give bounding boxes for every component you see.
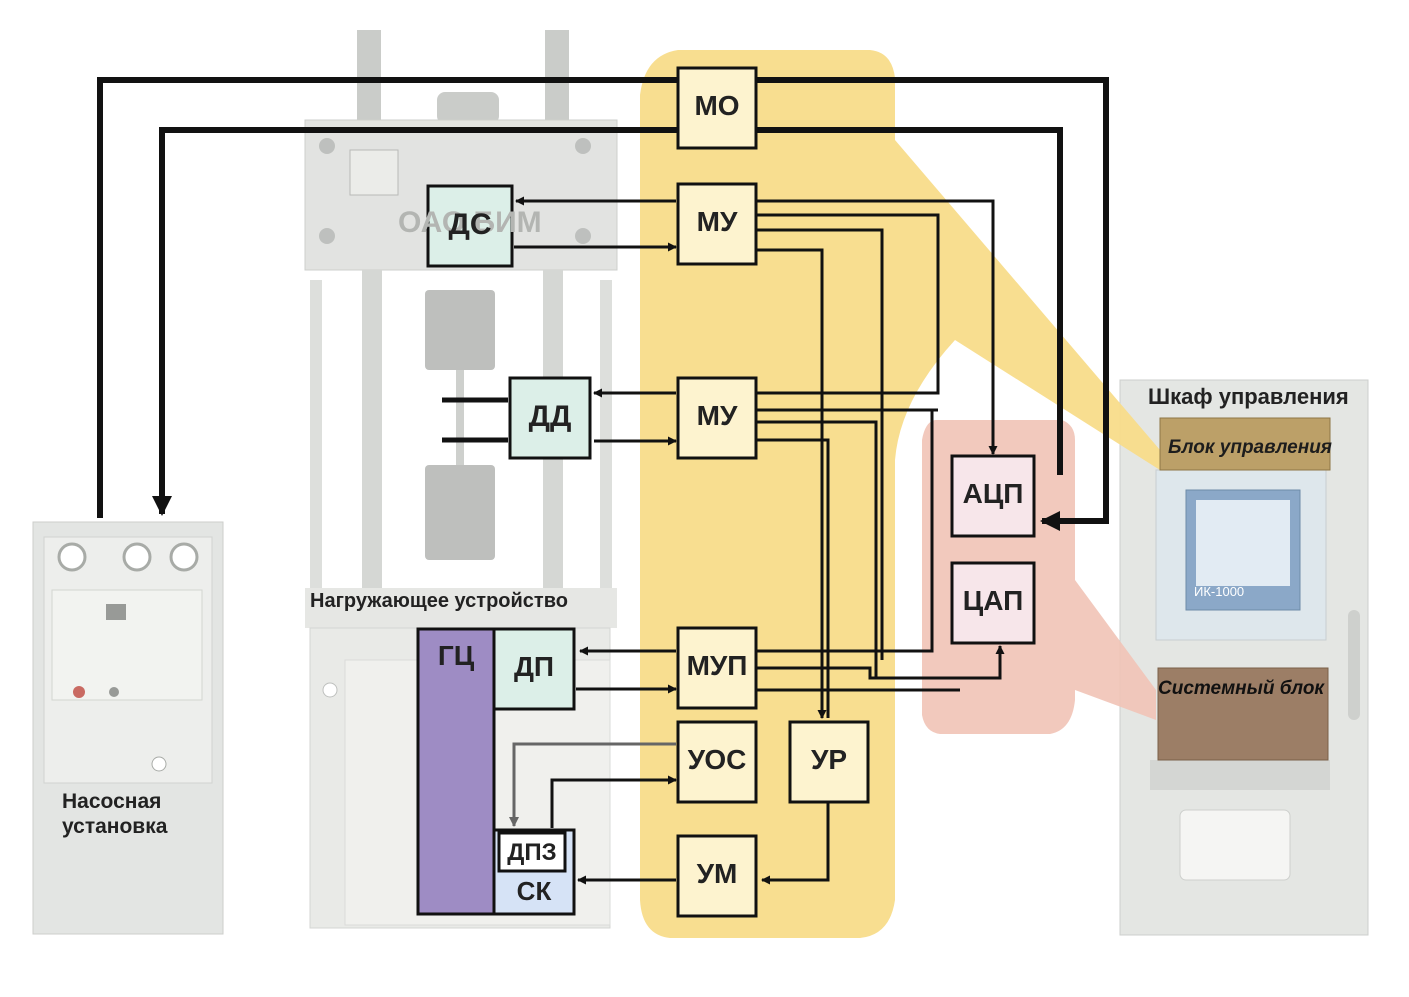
- block-mu-1: [676, 182, 758, 266]
- block-um: [676, 834, 758, 918]
- block-gc: [416, 627, 496, 916]
- control-unit-panel: [1159, 417, 1331, 471]
- bus-mo-top: [97, 77, 1109, 531]
- control-unit-label: Блок управления: [1168, 437, 1332, 458]
- block-dpz: [497, 831, 567, 873]
- block-dd: [508, 376, 592, 460]
- block-mup-label: МУП: [686, 650, 748, 681]
- block-mo: [676, 66, 758, 150]
- pump-unit-illustration: [32, 521, 224, 935]
- processing-band: [640, 50, 1160, 938]
- block-ds: [426, 184, 514, 268]
- cabinet-label: Шкаф управления: [1148, 384, 1349, 409]
- block-dac-label: ЦАП: [962, 585, 1024, 616]
- block-dp-label: ДП: [513, 651, 555, 682]
- block-uos: [676, 720, 758, 804]
- system-unit-label: Системный блок: [1158, 678, 1325, 699]
- block-sk-label: СК: [516, 876, 552, 906]
- pump-unit-label-line2: установка: [62, 815, 168, 838]
- block-ur-label: УР: [810, 744, 848, 775]
- block-dd-label: ДД: [528, 400, 572, 433]
- block-um-label: УМ: [696, 858, 738, 889]
- block-mup: [676, 626, 758, 710]
- block-ur: [788, 720, 870, 804]
- block-mu2-label: МУ: [696, 400, 738, 431]
- connections: [97, 77, 1109, 885]
- block-dp: [492, 627, 576, 711]
- block-adc: [950, 454, 1036, 538]
- block-dpz-label: ДПЗ: [507, 839, 557, 866]
- block-mu1-label: МУ: [696, 206, 738, 237]
- control-cabinet-illustration: [1119, 379, 1369, 936]
- loading-device-label: Нагружающее устройство: [310, 590, 568, 612]
- machine-brand: ОАО БИМ: [398, 206, 542, 239]
- block-adc-label: АЦП: [962, 478, 1024, 509]
- monitor-text: ИК-1000: [1194, 584, 1245, 599]
- block-dac: [950, 561, 1036, 645]
- block-uos-label: УОС: [687, 744, 747, 775]
- block-ds-label: ДС: [448, 208, 492, 241]
- system-unit-panel: [1157, 667, 1329, 761]
- blocks: [416, 66, 1331, 918]
- bus-mo-second: [152, 127, 1063, 516]
- block-gc-label: ГЦ: [437, 640, 475, 671]
- pump-unit-label-line1: Насосная: [62, 790, 162, 813]
- block-mo-label: МО: [694, 90, 740, 121]
- block-mu-2: [676, 376, 758, 460]
